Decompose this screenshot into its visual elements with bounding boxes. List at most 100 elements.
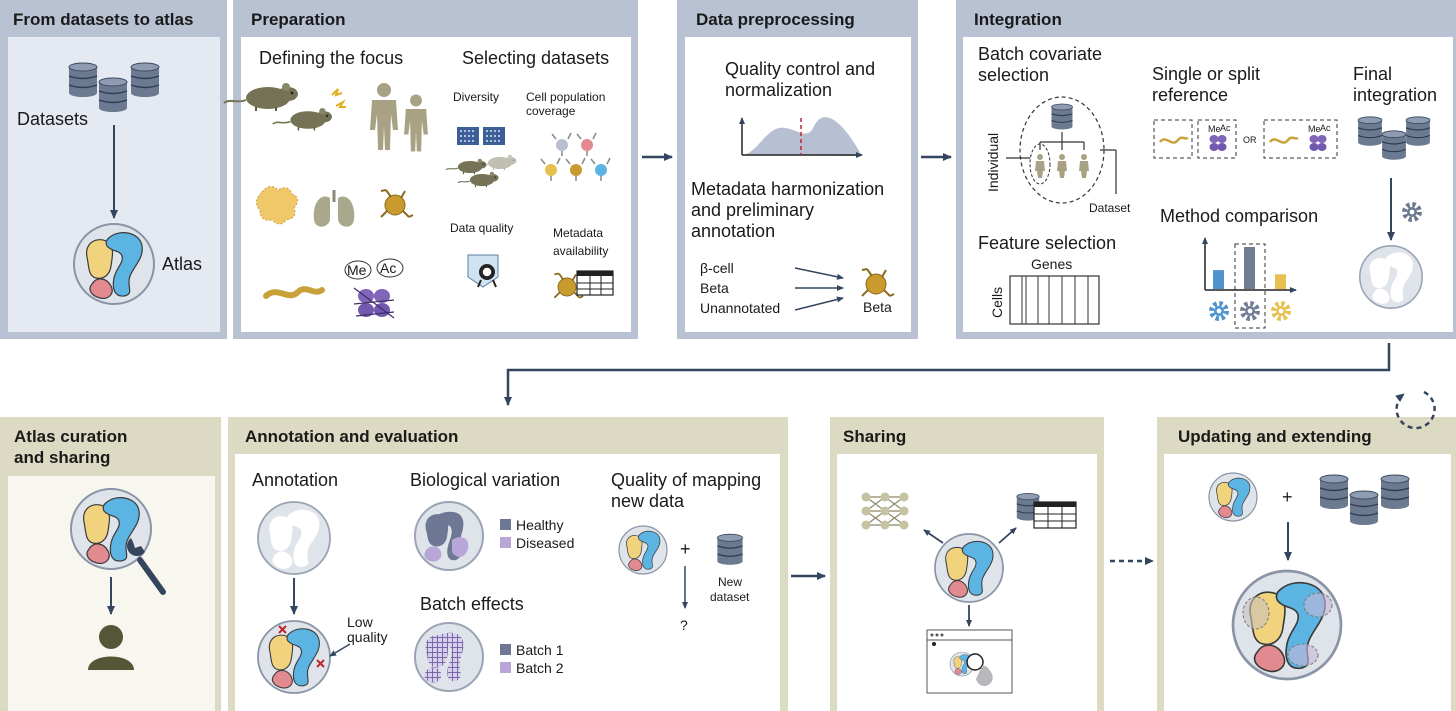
batch-effects-atlas bbox=[414, 622, 484, 692]
metadata-heading-line1: Metadata harmonization bbox=[691, 179, 884, 199]
batch-covariate-line2: selection bbox=[978, 65, 1049, 85]
rna-strand-icon bbox=[263, 286, 325, 299]
individual-label: Individual bbox=[985, 133, 1001, 192]
panel-title: Preparation bbox=[251, 10, 345, 29]
chromatin-modification-icon: Me Ac bbox=[344, 258, 404, 319]
datasets-label: Datasets bbox=[17, 109, 88, 129]
batch1-swatch bbox=[500, 644, 511, 655]
or-label: OR bbox=[1243, 135, 1257, 145]
final-integration-line2: integration bbox=[1353, 85, 1437, 105]
healthy-label: Healthy bbox=[516, 517, 563, 533]
updating-plus: + bbox=[1282, 487, 1293, 507]
islet-icon bbox=[256, 186, 298, 225]
panel-title-line2: and sharing bbox=[14, 448, 110, 467]
integrated-atlas-icon bbox=[1359, 245, 1423, 309]
biological-variation-heading: Biological variation bbox=[410, 470, 560, 490]
svg-text:Ac: Ac bbox=[1220, 123, 1231, 133]
final-integration-line1: Final bbox=[1353, 64, 1392, 84]
database-table-icon bbox=[1016, 492, 1077, 529]
cell-population-label-line1: Cell population bbox=[526, 90, 605, 104]
label-unannotated: Unannotated bbox=[700, 300, 780, 316]
shared-atlas-icon bbox=[934, 533, 1004, 603]
svg-text:Me: Me bbox=[1308, 124, 1321, 134]
mapping-quality-line1: Quality of mapping bbox=[611, 470, 761, 490]
atlas-label: Atlas bbox=[162, 254, 202, 274]
panel-preparation: Preparation Defining the focus Selecting… bbox=[223, 0, 638, 339]
lung-icon bbox=[313, 190, 355, 227]
biological-variation-atlas bbox=[414, 501, 484, 571]
diversity-label: Diversity bbox=[453, 90, 499, 104]
method-comparison-chart bbox=[1202, 237, 1297, 329]
data-quality-label: Data quality bbox=[450, 221, 513, 235]
batch2-swatch bbox=[500, 662, 511, 673]
dataset-label: Dataset bbox=[1089, 201, 1131, 215]
to-model-arrow bbox=[923, 529, 944, 544]
label-beta-harmonized: Beta bbox=[863, 299, 892, 315]
annotated-atlas-icon bbox=[257, 620, 331, 694]
metadata-heading-line3: annotation bbox=[691, 221, 775, 241]
harmonization-arrows bbox=[794, 267, 844, 311]
panel-title: Annotation and evaluation bbox=[245, 427, 458, 446]
batch2-label: Batch 2 bbox=[516, 660, 564, 676]
panel-title: Sharing bbox=[843, 427, 906, 446]
data-quality-badge-icon bbox=[467, 254, 499, 288]
panel-title: Integration bbox=[974, 10, 1062, 29]
qc-distribution-plot bbox=[739, 117, 863, 158]
diseased-label: Diseased bbox=[516, 535, 574, 551]
existing-atlas-icon bbox=[1208, 472, 1258, 522]
panel-title: From datasets to atlas bbox=[13, 10, 193, 29]
label-beta: Beta bbox=[700, 280, 729, 296]
svg-text:Me: Me bbox=[1208, 124, 1221, 134]
method-comparison-heading: Method comparison bbox=[1160, 206, 1318, 226]
panel-sharing: Sharing bbox=[830, 417, 1104, 711]
svg-text:Me: Me bbox=[347, 262, 367, 278]
cells-label: Cells bbox=[989, 287, 1005, 318]
panel-updating-extending: Updating and extending + bbox=[1157, 390, 1456, 711]
panel-title: Updating and extending bbox=[1178, 427, 1372, 446]
extended-atlas-icon bbox=[1231, 569, 1343, 681]
low-quality-line1: Low bbox=[347, 614, 374, 630]
metadata-availability-line2: availability bbox=[553, 244, 608, 258]
genes-label: Genes bbox=[1031, 256, 1072, 272]
reference-atlas-icon bbox=[618, 525, 668, 575]
atlas-icon bbox=[70, 488, 152, 570]
defining-focus-heading: Defining the focus bbox=[259, 48, 403, 68]
neural-network-icon bbox=[861, 492, 909, 530]
cell-population-icon bbox=[540, 132, 611, 181]
feature-matrix bbox=[1009, 275, 1100, 325]
panel-title-line1: Atlas curation bbox=[14, 427, 127, 446]
metadata-availability-line1: Metadata bbox=[553, 226, 603, 240]
method-bar-2 bbox=[1244, 247, 1255, 289]
healthy-swatch bbox=[500, 519, 511, 530]
annotation-heading: Annotation bbox=[252, 470, 338, 490]
to-database-arrow bbox=[998, 527, 1017, 544]
panel-atlas-curation: Atlas curation and sharing bbox=[0, 417, 221, 711]
method-bar-3 bbox=[1275, 274, 1286, 289]
panel-datasets-to-atlas: From datasets to atlas Datasets Atlas bbox=[0, 0, 227, 339]
metadata-heading-line2: and preliminary bbox=[691, 200, 814, 220]
mapping-quality-line2: new data bbox=[611, 491, 685, 511]
mice-icon bbox=[223, 82, 346, 132]
panel-annotation-evaluation: Annotation and evaluation Annotation Low… bbox=[228, 417, 788, 711]
integration-to-annotation-arrow bbox=[504, 343, 1391, 406]
cell-population-label-line2: coverage bbox=[526, 104, 576, 118]
diseased-swatch bbox=[500, 537, 511, 548]
batch-covariate-line1: Batch covariate bbox=[978, 44, 1102, 64]
panel-data-preprocessing: Data preprocessing Quality control and n… bbox=[677, 0, 918, 339]
qc-heading-line2: normalization bbox=[725, 80, 832, 100]
new-dataset-line1: New bbox=[718, 575, 742, 589]
tissue-icons bbox=[256, 186, 414, 227]
user-avatar-icon bbox=[88, 625, 134, 670]
wrench-icon bbox=[127, 538, 166, 595]
refresh-cycle-icon bbox=[1395, 390, 1436, 430]
web-browser-icon bbox=[926, 629, 1013, 694]
feature-selection-heading: Feature selection bbox=[978, 233, 1116, 253]
low-quality-markers bbox=[278, 625, 325, 668]
diversity-buildings-icon bbox=[457, 127, 505, 145]
mapping-question: ? bbox=[680, 617, 688, 633]
single-split-line1: Single or split bbox=[1152, 64, 1260, 84]
reference-options: Me Ac OR Me Ac bbox=[1153, 119, 1338, 159]
atlas-icon bbox=[73, 223, 155, 305]
batch-covariate-tree bbox=[1006, 96, 1117, 204]
